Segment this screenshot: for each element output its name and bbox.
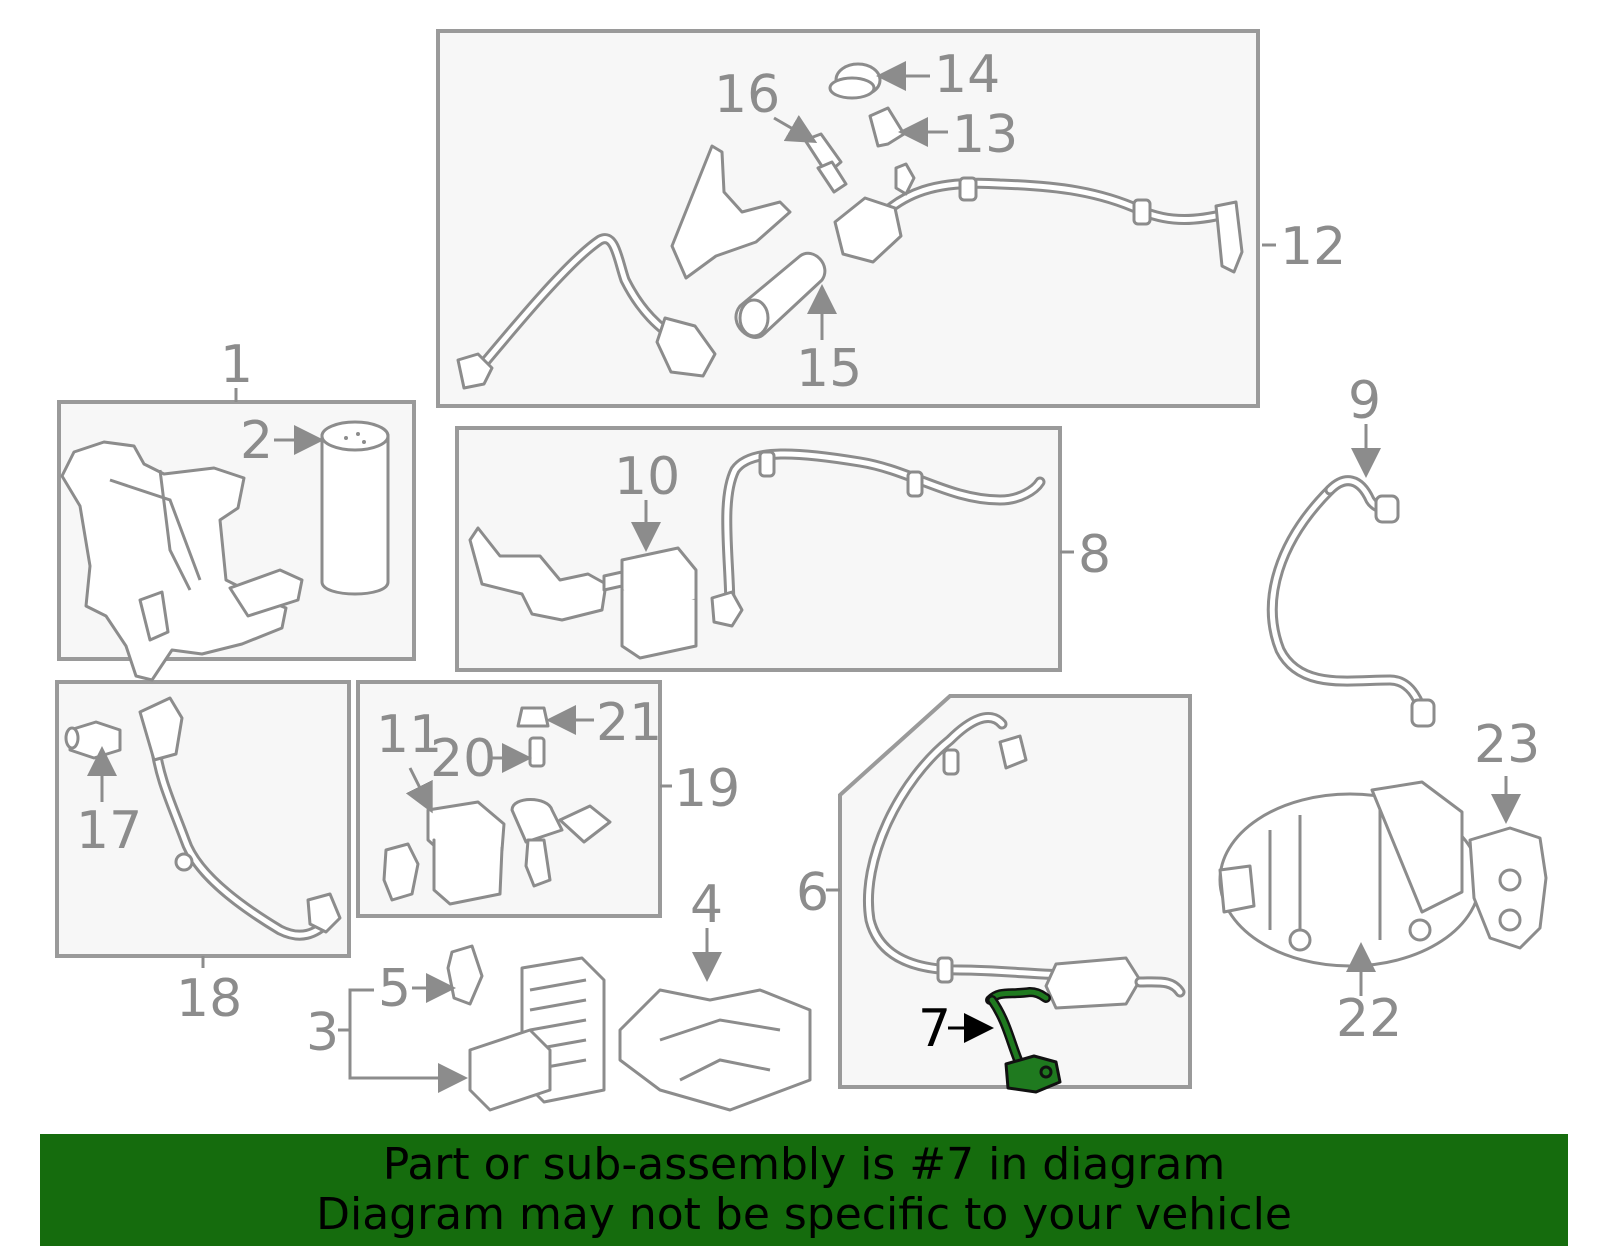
bracket-23 xyxy=(1468,826,1548,950)
leader-16 xyxy=(773,114,818,144)
cap-21 xyxy=(516,706,550,728)
valve-14 xyxy=(828,62,882,100)
callout-17: 17 xyxy=(76,801,142,861)
callout-21: 21 xyxy=(596,693,662,753)
callout-15: 15 xyxy=(796,339,862,399)
sensor-17 xyxy=(64,720,122,760)
filter-15 xyxy=(734,252,827,339)
fitting-19 xyxy=(510,798,612,888)
highlighted-part-7 xyxy=(985,986,1062,1094)
drier-2 xyxy=(320,420,390,596)
callout-11: 11 xyxy=(376,705,442,765)
valve-core-13 xyxy=(868,106,906,148)
info-banner: Part or sub-assembly is #7 in diagram Di… xyxy=(40,1134,1568,1246)
pipe-assembly-18 xyxy=(138,696,342,941)
callout-18: 18 xyxy=(176,969,242,1029)
callout-4: 4 xyxy=(690,875,723,935)
callout-23: 23 xyxy=(1474,715,1540,775)
callout-12: 12 xyxy=(1280,217,1346,277)
callout-13: 13 xyxy=(952,105,1018,165)
banner-line-2: Diagram may not be specific to your vehi… xyxy=(316,1189,1292,1240)
sensor-16 xyxy=(803,132,848,194)
receiver-bracket-1 xyxy=(60,440,304,682)
callout-10: 10 xyxy=(614,447,680,507)
liquid-line-assembly-12 xyxy=(456,144,1244,390)
callout-22: 22 xyxy=(1336,989,1402,1049)
callout-8: 8 xyxy=(1078,525,1111,585)
hose-assembly-6 xyxy=(863,712,1186,1010)
callout-6: 6 xyxy=(796,863,829,923)
callout-16: 16 xyxy=(714,65,780,125)
expansion-valve-10 xyxy=(602,546,698,660)
leader-11 xyxy=(405,767,433,814)
callout-20: 20 xyxy=(430,729,496,789)
callout-1: 1 xyxy=(220,335,253,395)
valve-11 xyxy=(382,800,506,906)
callout-7: 7 xyxy=(918,999,951,1059)
callout-19: 19 xyxy=(674,759,740,819)
suction-line-8 xyxy=(710,448,1046,628)
banner-line-1: Part or sub-assembly is #7 in diagram xyxy=(382,1139,1226,1190)
callout-5: 5 xyxy=(378,959,411,1019)
callout-9: 9 xyxy=(1348,371,1381,431)
compressor-22 xyxy=(1218,780,1482,968)
bracket-4 xyxy=(618,988,812,1112)
leader-3 xyxy=(348,988,468,1093)
callout-3: 3 xyxy=(306,1003,339,1063)
cooler-3 xyxy=(468,956,606,1112)
callout-14: 14 xyxy=(934,45,1000,105)
callout-2: 2 xyxy=(240,411,273,471)
sensor-5 xyxy=(446,944,484,1006)
hose-9 xyxy=(1266,475,1436,728)
core-20 xyxy=(528,736,546,768)
